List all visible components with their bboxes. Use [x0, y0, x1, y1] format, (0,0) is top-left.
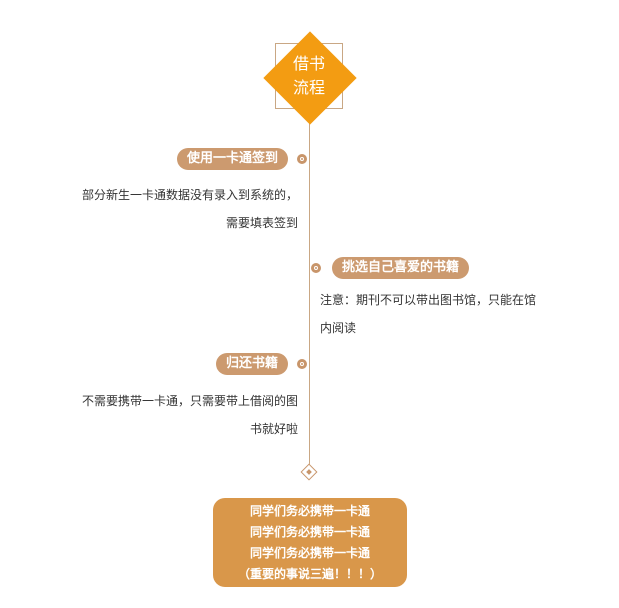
- step-3-desc-line2: 书就好啦: [249, 422, 298, 436]
- root-title-line2: 流程: [292, 78, 325, 97]
- summary-line3: 同学们务必携带一卡通: [249, 546, 370, 560]
- step-2-desc: 注意：期刊不可以带出图书馆，只能在馆 内阅读: [320, 286, 610, 342]
- summary-box: 同学们务必携带一卡通 同学们务必携带一卡通 同学们务必携带一卡通 （重要的事说三…: [213, 498, 407, 587]
- end-marker-icon: [300, 463, 318, 481]
- step-3-label[interactable]: 归还书籍: [215, 353, 288, 375]
- root-title-line1: 借书: [292, 54, 325, 73]
- summary-line4: （重要的事说三遍！！！）: [237, 567, 382, 581]
- summary-line1: 同学们务必携带一卡通: [249, 504, 370, 518]
- step-1-desc-line2: 需要填表签到: [225, 216, 298, 230]
- step-3-dot: [297, 359, 307, 369]
- step-2-desc-line2: 内阅读: [320, 321, 357, 335]
- step-2-desc-line1: 注意：期刊不可以带出图书馆，只能在馆: [320, 293, 537, 307]
- step-2-label[interactable]: 挑选自己喜爱的书籍: [332, 257, 470, 279]
- root-title: 借书 流程: [275, 52, 343, 100]
- step-1-desc-line1: 部分新生一卡通数据没有录入到系统的，: [81, 188, 298, 202]
- step-3-desc: 不需要携带一卡通，只需要带上借阅的图 书就好啦: [8, 387, 298, 443]
- summary-line2: 同学们务必携带一卡通: [249, 525, 370, 539]
- step-3-desc-line1: 不需要携带一卡通，只需要带上借阅的图: [81, 394, 298, 408]
- step-1-dot: [297, 154, 307, 164]
- step-1-label[interactable]: 使用一卡通签到: [176, 148, 288, 170]
- step-1-desc: 部分新生一卡通数据没有录入到系统的， 需要填表签到: [8, 181, 298, 237]
- timeline-line: [309, 110, 310, 472]
- step-2-dot: [311, 263, 321, 273]
